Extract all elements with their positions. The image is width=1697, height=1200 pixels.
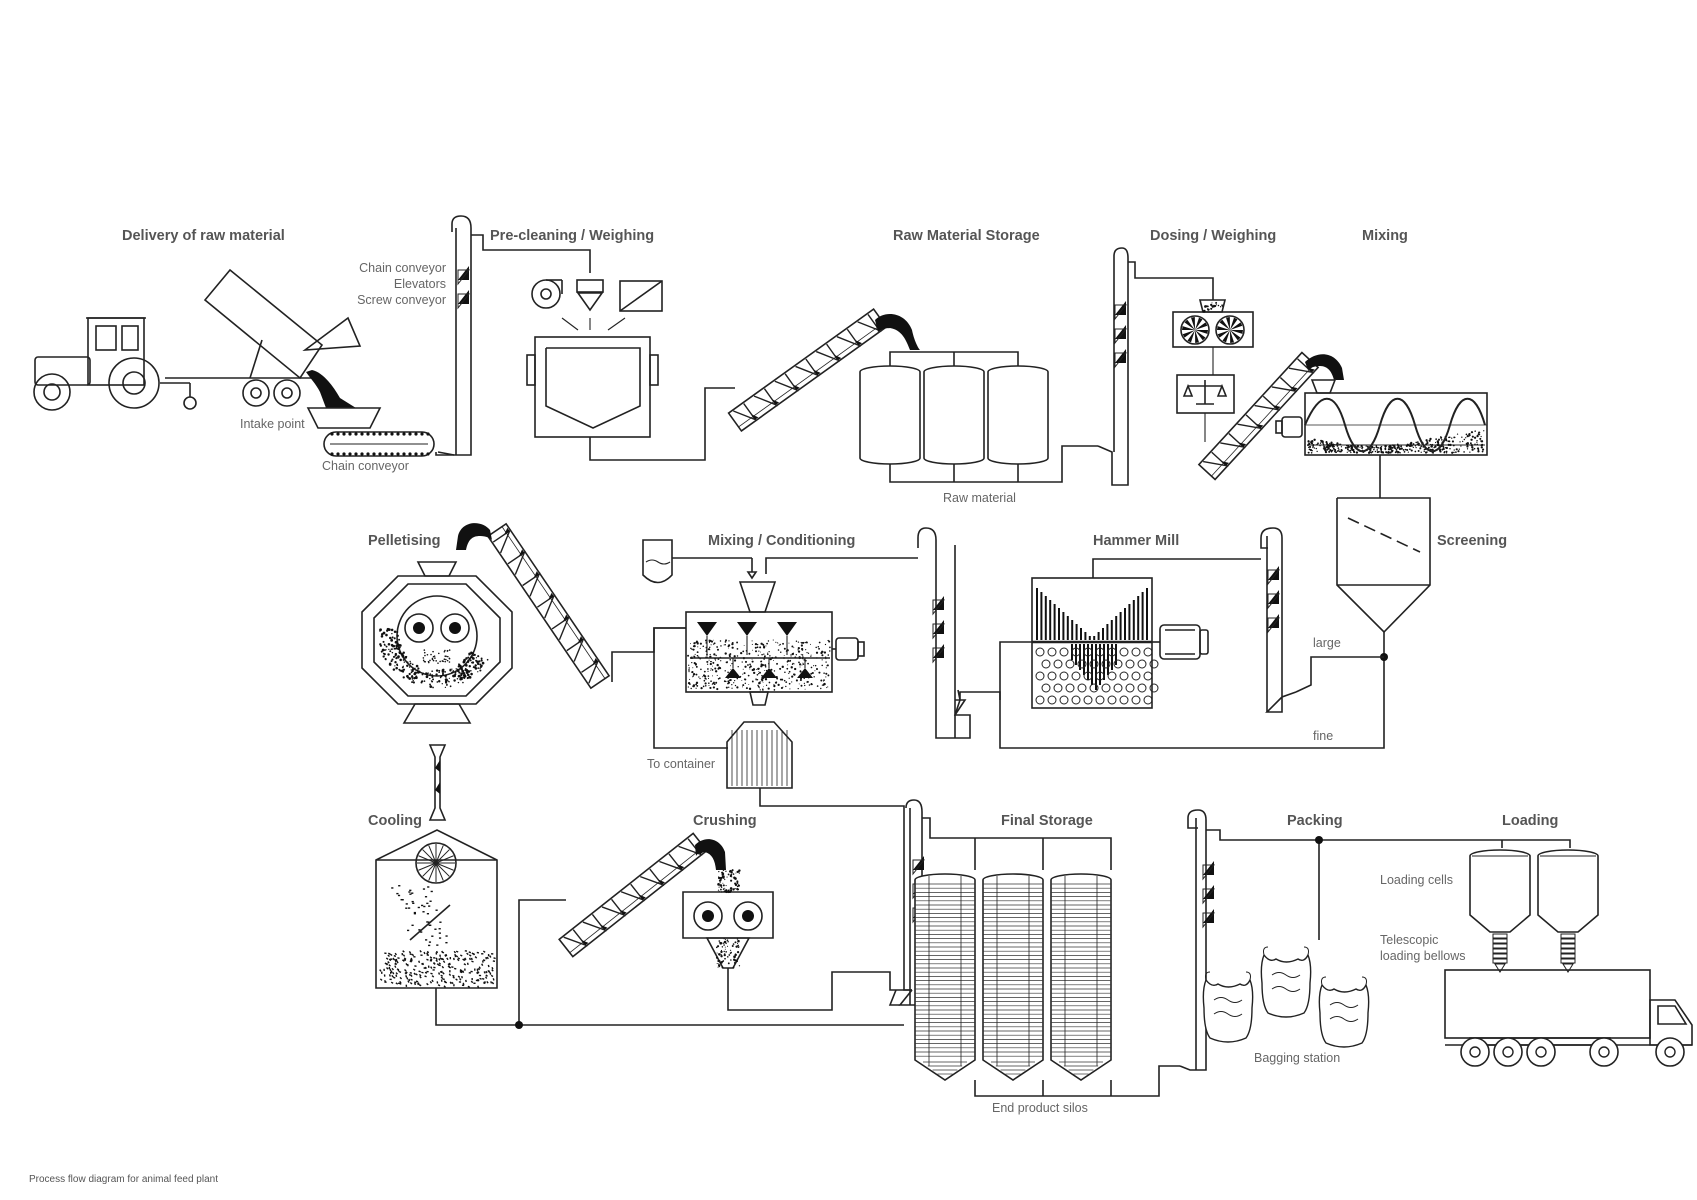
feed-line-final-storage bbox=[922, 817, 1112, 870]
label-chain-conveyor: Chain conveyor bbox=[359, 261, 446, 275]
label-fine: fine bbox=[1313, 729, 1333, 743]
feed-line-packing-loading bbox=[1206, 829, 1571, 940]
screening-outlet bbox=[959, 632, 1385, 749]
title-loading: Loading bbox=[1502, 813, 1558, 829]
title-raw-storage: Raw Material Storage bbox=[893, 228, 1040, 244]
mixer bbox=[1304, 379, 1488, 456]
pellet-mill bbox=[361, 561, 513, 724]
label-screw-conveyor: Screw conveyor bbox=[357, 293, 446, 307]
hammer-mill bbox=[1031, 577, 1159, 709]
feed-line-hammer-mill bbox=[1092, 558, 1261, 578]
cooler-junction bbox=[515, 1021, 523, 1029]
flow-arrows-precleaning bbox=[561, 317, 626, 331]
title-dosing: Dosing / Weighing bbox=[1150, 228, 1276, 244]
trailer-icon bbox=[165, 268, 362, 407]
weighing-bin bbox=[526, 336, 659, 438]
label-end-product-silos: End product silos bbox=[992, 1101, 1088, 1115]
cooler bbox=[375, 829, 498, 989]
label-to-container: To container bbox=[647, 757, 715, 771]
title-crushing: Crushing bbox=[693, 813, 757, 829]
container-silo-icon bbox=[726, 721, 793, 789]
elevator-1 bbox=[435, 215, 472, 456]
liquid-tank-icon bbox=[642, 539, 758, 584]
intake-hopper bbox=[306, 407, 382, 429]
hammer-mill-outlet bbox=[999, 641, 1032, 700]
label-raw-material: Raw material bbox=[943, 491, 1016, 505]
feeder-spokes bbox=[1182, 301, 1243, 343]
elevator-3 bbox=[1260, 527, 1297, 713]
title-precleaning: Pre-cleaning / Weighing bbox=[490, 228, 654, 244]
figure-caption: Process flow diagram for animal feed pla… bbox=[29, 1174, 218, 1185]
mixer-motor-icon bbox=[1275, 416, 1303, 438]
container-line bbox=[759, 788, 912, 991]
cooler-line bbox=[435, 899, 904, 1026]
sieve-icon bbox=[576, 279, 604, 312]
label-loading-bellows: loading bellows bbox=[1380, 949, 1465, 963]
title-final-storage: Final Storage bbox=[1001, 813, 1093, 829]
screw-3-feed bbox=[611, 627, 686, 682]
magnet-separator-icon bbox=[619, 280, 663, 312]
chain-conveyor-belt bbox=[323, 431, 435, 457]
material-flow-crusher bbox=[695, 839, 726, 870]
material-flow-storage bbox=[875, 314, 920, 350]
elevator-6 bbox=[1179, 809, 1216, 1071]
tractor-icon bbox=[33, 317, 197, 411]
conditioner-motor-icon bbox=[832, 637, 865, 661]
packing-junction bbox=[1315, 836, 1323, 844]
screening-unit bbox=[1336, 497, 1431, 634]
crusher bbox=[682, 869, 774, 969]
truck-wheels bbox=[1460, 1037, 1685, 1067]
screw-conveyor-4 bbox=[558, 832, 708, 958]
elevator-4 bbox=[917, 527, 971, 739]
feed-line-conditioner bbox=[765, 557, 918, 574]
conditioner bbox=[685, 581, 833, 693]
end-product-silos bbox=[914, 873, 1112, 1081]
screw-conveyor-2 bbox=[1197, 351, 1320, 481]
material-flow-mixer bbox=[1305, 354, 1344, 380]
title-cooling: Cooling bbox=[368, 813, 422, 829]
aspirator-fan-icon bbox=[531, 279, 563, 309]
hammer-mill-motor-icon bbox=[1152, 624, 1209, 660]
material-flow-pelletiser bbox=[456, 523, 492, 550]
pellet-drop-elevator bbox=[428, 744, 447, 821]
crusher-line bbox=[727, 968, 912, 1011]
title-packing: Packing bbox=[1287, 813, 1343, 829]
screw-conveyor-1 bbox=[727, 307, 888, 433]
label-large: large bbox=[1313, 636, 1341, 650]
label-bagging-station: Bagging station bbox=[1254, 1051, 1340, 1065]
elevator-2 bbox=[1097, 247, 1129, 486]
title-hammer-mill: Hammer Mill bbox=[1093, 533, 1179, 549]
line-to-screw-1 bbox=[589, 387, 735, 461]
feed-line-dosing bbox=[1128, 261, 1214, 300]
label-telescopic: Telescopic bbox=[1380, 933, 1438, 947]
screw-conveyor-3 bbox=[486, 522, 611, 690]
raw-storage-silos bbox=[859, 351, 1098, 483]
label-intake-point: Intake point bbox=[240, 417, 305, 431]
title-delivery: Delivery of raw material bbox=[122, 228, 285, 244]
loading-cells bbox=[1469, 849, 1599, 973]
title-pelletising: Pelletising bbox=[368, 533, 441, 549]
material-flow-intake bbox=[306, 370, 356, 408]
label-loading-cells: Loading cells bbox=[1380, 873, 1453, 887]
title-mixing: Mixing bbox=[1362, 228, 1408, 244]
label-elevators: Elevators bbox=[394, 277, 446, 291]
title-screening: Screening bbox=[1437, 533, 1507, 549]
label-chain-conveyor-bottom: Chain conveyor bbox=[322, 459, 409, 473]
truck-icon bbox=[1444, 969, 1693, 1046]
screening-large-line bbox=[1295, 656, 1384, 693]
title-mixing-conditioning: Mixing / Conditioning bbox=[708, 533, 855, 549]
feed-line-precleaning bbox=[471, 234, 591, 273]
weighing-scale-icon bbox=[1176, 374, 1235, 414]
silos-outlet-line bbox=[974, 1065, 1180, 1097]
big-bag-icons bbox=[1202, 946, 1370, 1048]
conditioner-outlet bbox=[748, 691, 770, 706]
